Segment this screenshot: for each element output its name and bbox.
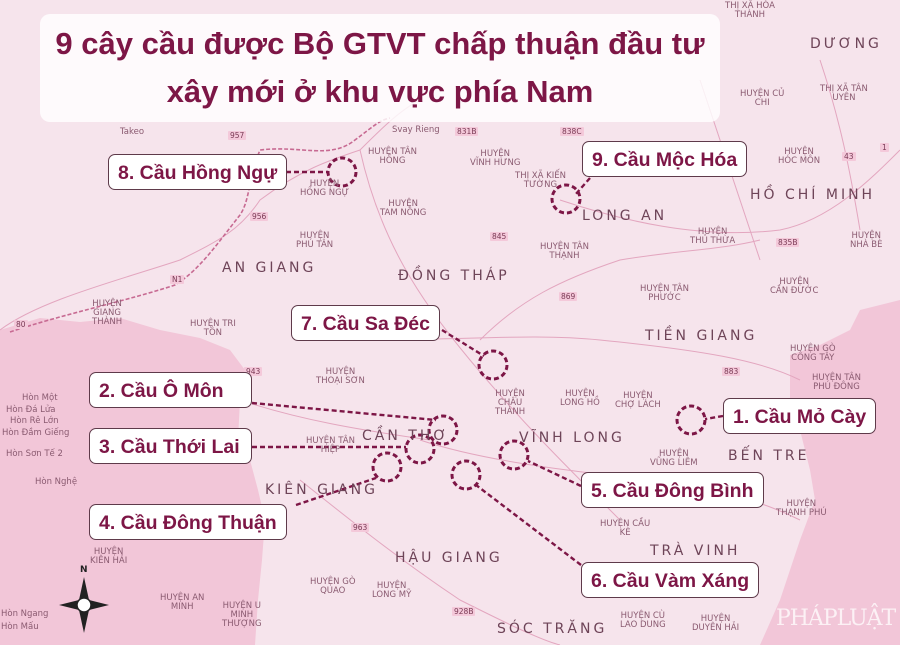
road-number-badge: 869 [559,292,578,301]
watermark-logo: PHÁPLUẬT [776,606,896,631]
road-number-badge: 845 [490,232,509,241]
place-label: HUYỆN TÂN THẠNH [540,242,589,261]
place-label: Hòn Đá Lửa [6,405,56,415]
road-number-badge: 943 [244,367,263,376]
place-label: HUYỆN GIANG THÀNH [92,299,123,327]
place-label: HUYỆN TAM NÔNG [380,199,427,218]
callout-bridge-8[interactable]: 8. Cầu Hồng Ngự [108,154,288,190]
province-label: HẬU GIANG [395,550,503,566]
place-label: HUYỆN TÂN HIỆP [306,436,355,455]
place-label: THỊ XÃ TÂN UYÊN [820,84,868,103]
callout-bridge-1[interactable]: 1. Cầu Mỏ Cày [723,398,877,434]
province-label: DƯƠNG [810,36,882,52]
callout-bridge-7[interactable]: 7. Cầu Sa Đéc [291,305,440,341]
road-number-badge: 831B [455,127,479,136]
place-label: Hòn Nghệ [35,477,78,487]
bridge-marker-5[interactable] [498,439,530,471]
province-label: TRÀ VINH [650,543,741,559]
place-label: HUYỆN HÓC MÔN [778,147,821,166]
place-label: Hòn Đầm Giếng [2,428,70,438]
place-label: Hòn Rê Lớn [10,416,59,426]
place-label: HUYỆN KIÊN HẢI [90,547,128,566]
bridge-marker-3[interactable] [404,433,436,465]
title-line-2: xây mới ở khu vực phía Nam [166,74,594,109]
province-label: TIỀN GIANG [645,328,758,344]
place-label: HUYỆN U MINH THƯỢNG [222,601,262,629]
province-label: BẾN TRE [728,448,810,464]
place-label: HUYỆN TÂN PHƯỚC [640,284,689,303]
bridge-marker-2[interactable] [427,414,459,446]
province-label: HỒ CHÍ MINH [750,187,876,203]
road-number-badge: 835B [776,238,800,247]
place-label: HUYỆN GÒ QUAO [310,577,356,596]
sea-east [760,300,900,645]
bridge-marker-6[interactable] [450,459,482,491]
place-label: HUYỆN NHÀ BÈ [850,231,883,250]
place-label: HUYỆN CÙ LAO DUNG [620,611,666,630]
province-label: SÓC TRĂNG [497,621,608,637]
road-number-badge: 43 [842,152,856,161]
callout-bridge-2[interactable]: 2. Cầu Ô Môn [89,372,252,408]
place-label: Takeo [120,127,145,137]
province-label: KIÊN GIANG [265,482,378,498]
province-label: CẦN THƠ [362,428,450,444]
road-number-badge: 1 [880,143,889,152]
province-label: AN GIANG [222,260,317,276]
road-number-badge: N1 [170,275,185,284]
title-line-1: 9 cây cầu được Bộ GTVT chấp thuận đầu tư [55,26,705,61]
place-label: Hòn Sơn Tế 2 [6,449,63,459]
callout-bridge-9[interactable]: 9. Cầu Mộc Hóa [582,141,748,177]
place-label: Hòn Mấu [1,622,39,632]
place-label: HUYỆN AN MINH [160,593,205,612]
callout-bridge-4[interactable]: 4. Cầu Đông Thuận [89,504,287,540]
place-label: THỊ XÃ HÒA THÀNH [725,1,775,20]
road-number-badge: 963 [351,523,370,532]
place-label: HUYỆN CỦ CHI [740,89,785,108]
place-label: HUYỆN THẠNH PHÚ [776,499,827,518]
place-label: HUYỆN CHỢ LÁCH [615,391,661,410]
place-label: Svay Rieng [392,125,440,135]
place-label: HUYỆN TRI TÔN [190,319,236,338]
place-label: THỊ XÃ KIẾN TƯỜNG [515,171,566,190]
bridge-marker-1[interactable] [675,404,707,436]
road-number-badge: 80 [14,320,28,329]
connector-lines [251,170,724,566]
callout-bridge-5[interactable]: 5. Cầu Đông Bình [581,472,764,508]
bridge-marker-4[interactable] [371,451,403,483]
bridge-marker-9[interactable] [550,183,582,215]
place-label: HUYỆN PHÚ TÂN [296,231,334,250]
place-label: Hòn Một [22,393,58,403]
place-label: HUYỆN VŨNG LIÊM [650,449,698,468]
place-label: HUYỆN DUYÊN HẢI [692,614,740,633]
place-label: HUYỆN CẦU KÈ [600,519,651,538]
title-panel: 9 cây cầu được Bộ GTVT chấp thuận đầu tư… [40,14,720,122]
place-label: HUYỆN HỒNG NGỰ [300,179,349,198]
road-number-badge: 883 [722,367,741,376]
place-label: HUYỆN THỦ THỪA [690,227,736,246]
place-label: HUYỆN LONG HỒ [560,389,600,408]
place-label: HUYỆN TÂN PHÚ ĐÔNG [812,373,861,392]
callout-bridge-6[interactable]: 6. Cầu Vàm Xáng [581,562,760,598]
place-label: HUYỆN GÒ CÔNG TÂY [790,344,836,363]
place-label: HUYỆN CẦN ĐƯỚC [770,277,819,296]
bridge-marker-7[interactable] [477,349,509,381]
road-number-badge: 838C [560,127,584,136]
place-label: HUYỆN LONG MỸ [372,581,412,600]
road-number-badge: 956 [250,212,269,221]
road-number-badge: 957 [228,131,247,140]
place-label: HUYỆN TÂN HỒNG [368,147,417,166]
province-label: VĨNH LONG [519,430,625,446]
place-label: Hòn Ngang [1,609,49,619]
bridge-marker-8[interactable] [326,156,358,188]
province-label: ĐỒNG THÁP [398,268,510,284]
place-label: HUYỆN VĨNH HƯNG [470,149,521,168]
border-lines [9,117,391,333]
place-label: HUYỆN THOẠI SƠN [316,367,365,386]
compass-rose-icon [59,577,109,633]
callout-bridge-3[interactable]: 3. Cầu Thới Lai [89,428,252,464]
road-number-badge: 928B [452,607,476,616]
place-label: HUYỆN CHÂU THÀNH [495,389,526,417]
compass-north-label: N [80,565,88,575]
province-label: LONG AN [582,208,668,224]
